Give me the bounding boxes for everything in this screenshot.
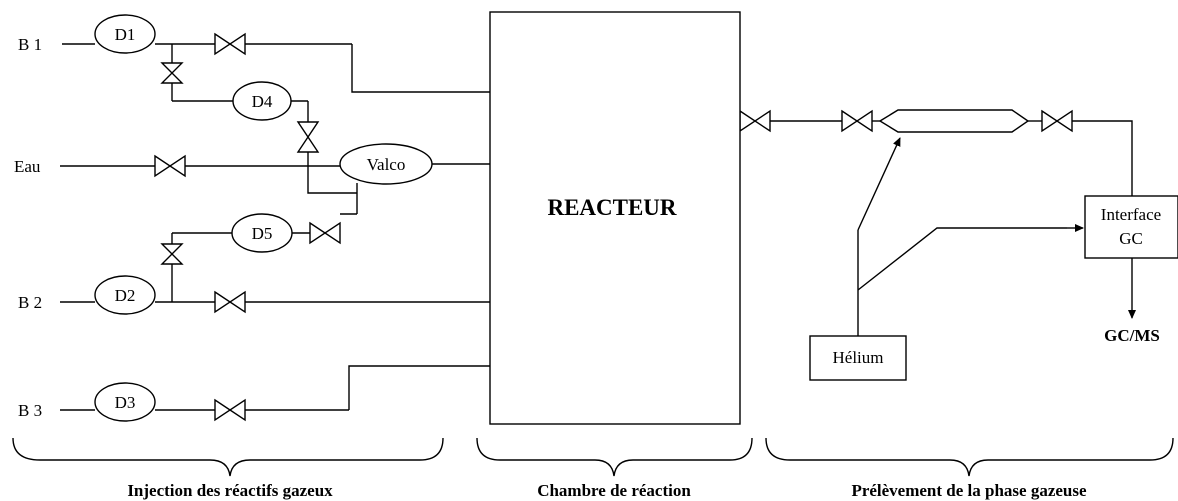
flow-controller-d5[interactable]: D5 (231, 213, 293, 253)
brace-chamber (476, 437, 753, 477)
valve-eau[interactable] (154, 154, 186, 178)
input-label-eau: Eau (14, 157, 41, 176)
svg-text:D5: D5 (252, 224, 273, 243)
valve-b3[interactable] (214, 398, 246, 422)
valve-b1-branch[interactable] (160, 62, 184, 84)
flow-arrows (857, 137, 1136, 319)
brace-injection (12, 437, 444, 477)
gcms-label: GC/MS (1104, 326, 1160, 345)
valve-d5[interactable] (309, 221, 341, 245)
valve-sampling-out[interactable] (1041, 109, 1073, 133)
valves (154, 32, 1073, 422)
svg-text:D1: D1 (115, 25, 136, 44)
brace-sampling (765, 437, 1174, 477)
svg-text:D4: D4 (252, 92, 273, 111)
section-label-sampling: Prélèvement de la phase gazeuse (851, 481, 1087, 500)
reactor-box[interactable]: REACTEUR (489, 11, 741, 425)
flow-controller-d3[interactable]: D3 (94, 382, 156, 422)
input-label-b1: B 1 (18, 35, 42, 54)
svg-text:D3: D3 (115, 393, 136, 412)
interface-gc-box[interactable]: Interface GC (1084, 195, 1178, 259)
section-label-injection: Injection des réactifs gazeux (127, 481, 333, 500)
svg-text:REACTEUR: REACTEUR (547, 195, 676, 220)
svg-text:Valco: Valco (367, 155, 406, 174)
valve-b2[interactable] (214, 290, 246, 314)
section-braces (12, 437, 1174, 477)
flow-controller-d1[interactable]: D1 (94, 14, 156, 54)
pipe-lines (60, 43, 1133, 411)
sampling-loop (878, 109, 1030, 133)
svg-text:GC: GC (1119, 229, 1143, 248)
valve-reactor-outlet[interactable] (739, 109, 771, 133)
svg-text:D2: D2 (115, 286, 136, 305)
flow-controller-d2[interactable]: D2 (94, 275, 156, 315)
flow-controller-d4[interactable]: D4 (232, 81, 292, 121)
valve-d4[interactable] (296, 121, 320, 153)
section-label-chamber: Chambre de réaction (537, 481, 691, 500)
helium-box[interactable]: Hélium (809, 335, 907, 381)
svg-text:Hélium: Hélium (833, 348, 884, 367)
valco-valve[interactable]: Valco (339, 143, 433, 185)
svg-text:Interface: Interface (1101, 205, 1161, 224)
valve-b1[interactable] (214, 32, 246, 56)
input-label-b3: B 3 (18, 401, 42, 420)
valve-b2-branch[interactable] (160, 243, 184, 265)
input-label-b2: B 2 (18, 293, 42, 312)
valve-sampling-in[interactable] (841, 109, 873, 133)
